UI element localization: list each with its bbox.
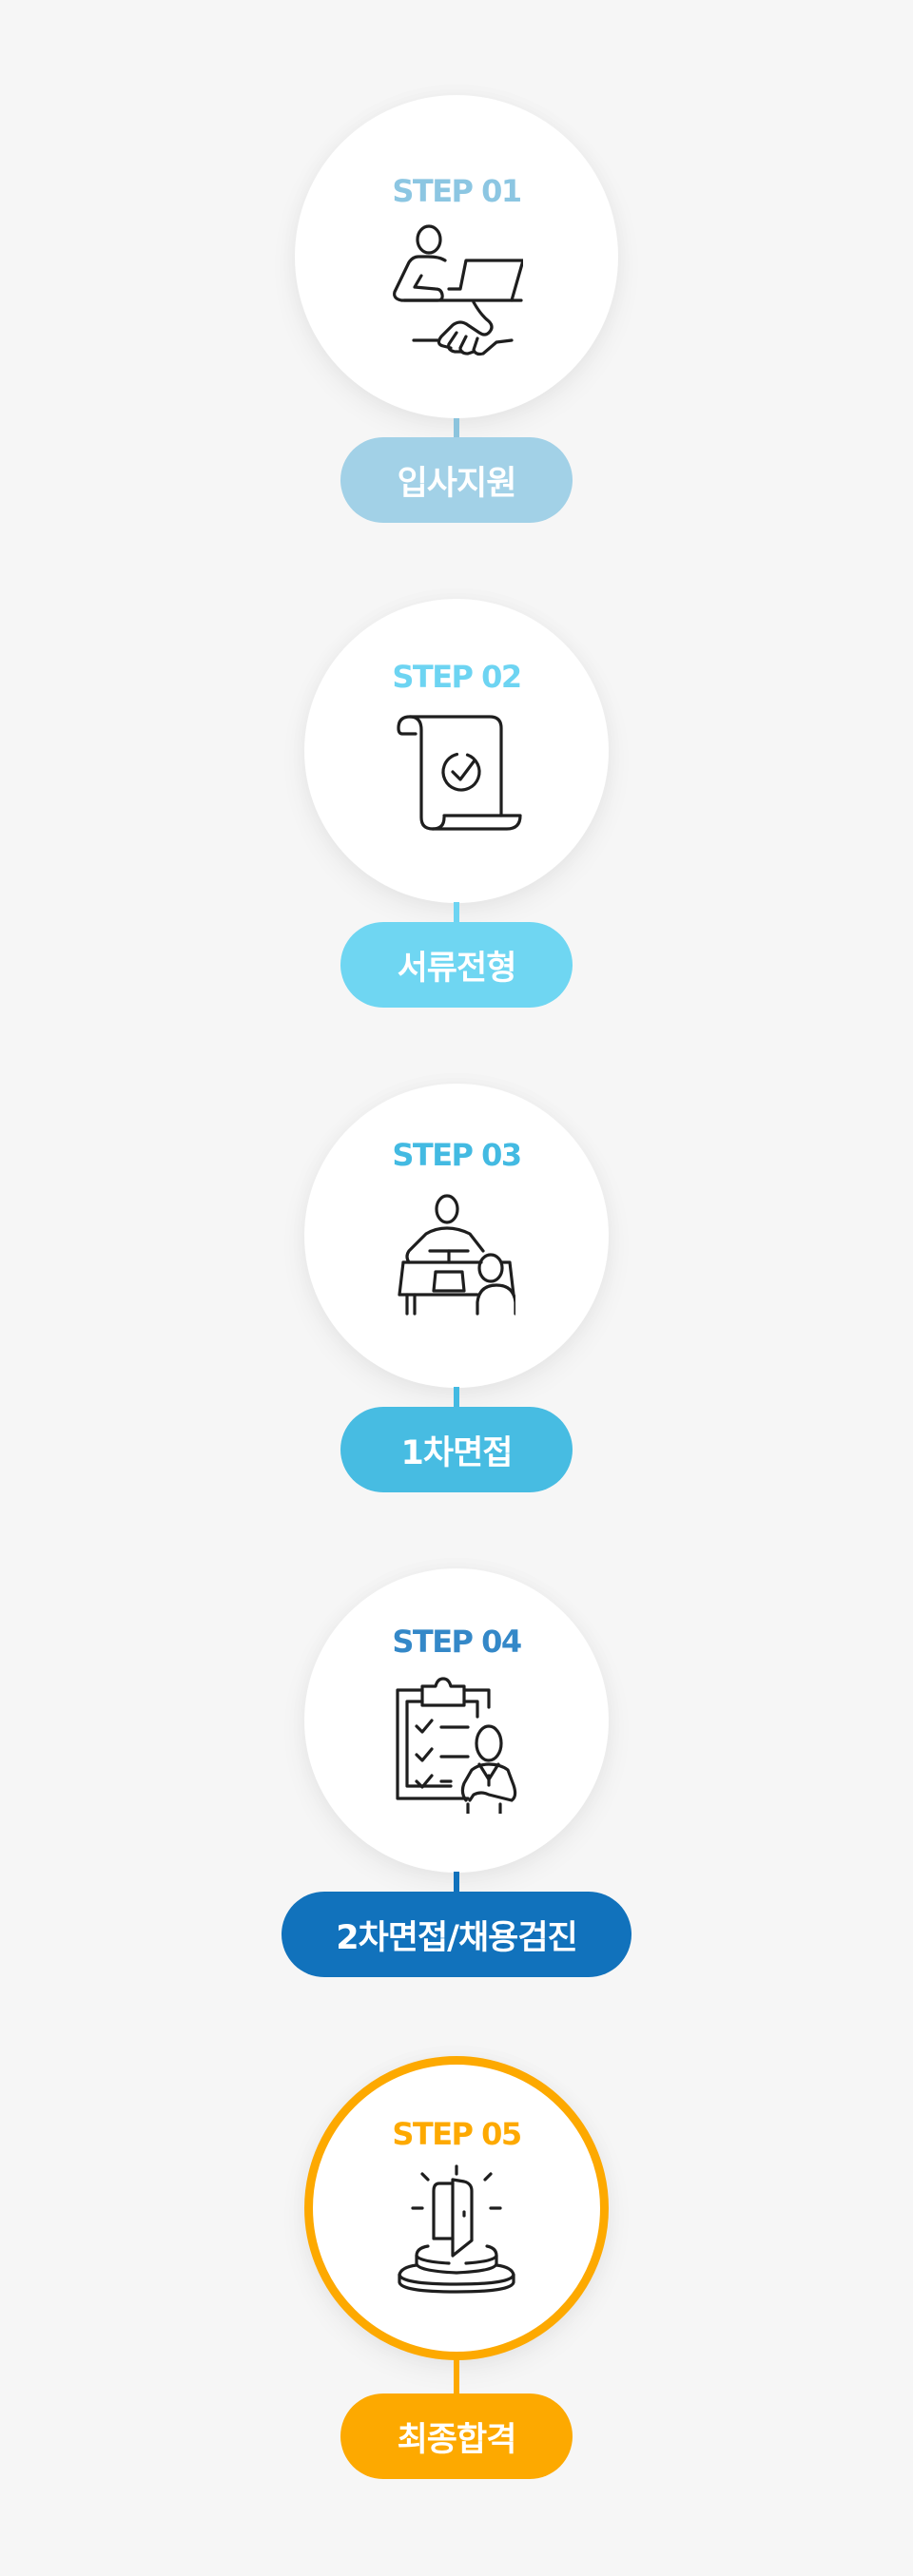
step-04-title: 2차면접/채용검진 — [336, 1918, 578, 1957]
step-05-connector — [454, 2357, 459, 2395]
step-03-title-pill: 1차면접 — [340, 1407, 573, 1492]
step-02-label: STEP 02 — [392, 659, 522, 695]
step-02-title: 서류전형 — [397, 949, 517, 988]
clipboard-checklist-person-icon — [394, 1677, 519, 1814]
step-03-connector — [454, 1387, 459, 1408]
applicant-handshake-icon — [390, 221, 523, 358]
step-02-circle — [304, 599, 609, 903]
step-05-circle — [304, 2056, 609, 2360]
step-01-circle — [295, 95, 618, 418]
step-03-title: 1차면접 — [400, 1433, 514, 1472]
step-01-title: 입사지원 — [397, 464, 517, 503]
step-05-title-pill: 최종합격 — [340, 2393, 573, 2479]
step-04-circle — [304, 1568, 609, 1873]
step-01-label: STEP 01 — [392, 173, 522, 209]
step-03-circle — [304, 1084, 609, 1388]
step-05-label: STEP 05 — [392, 2116, 522, 2152]
open-door-podium-icon — [396, 2164, 517, 2294]
step-04-title-pill: 2차면접/채용검진 — [282, 1892, 631, 1977]
step-04-label: STEP 04 — [392, 1624, 522, 1660]
step-01-title-pill: 입사지원 — [340, 437, 573, 523]
step-02-connector — [454, 902, 459, 923]
step-04-connector — [454, 1872, 459, 1893]
interview-desk-icon — [398, 1190, 515, 1316]
step-03-label: STEP 03 — [392, 1137, 522, 1173]
document-check-scroll-icon — [395, 711, 523, 835]
step-01-connector — [454, 418, 459, 439]
step-05-title: 최종합격 — [397, 2420, 517, 2459]
step-02-title-pill: 서류전형 — [340, 922, 573, 1008]
